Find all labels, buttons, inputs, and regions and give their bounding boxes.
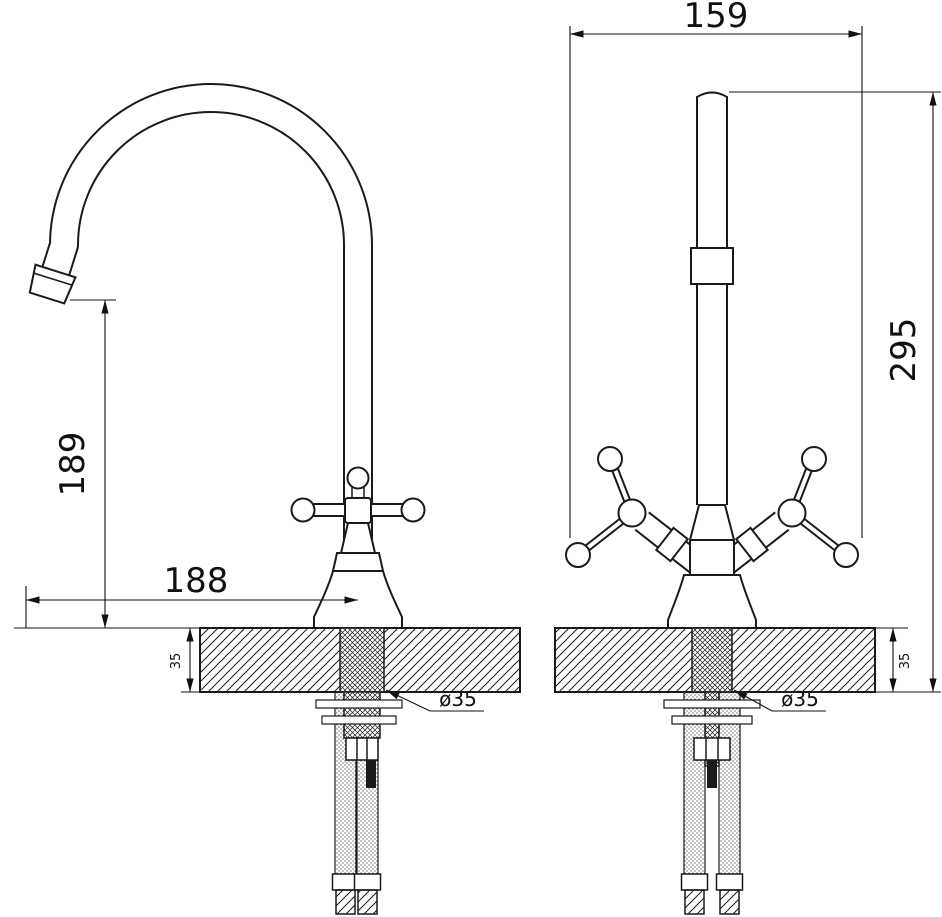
dimension-overall-width: 159 <box>569 0 863 538</box>
body-bell-base <box>667 574 757 629</box>
handle-hub <box>344 497 372 524</box>
left-handle-ball-top <box>597 446 623 472</box>
hose-fitting-right <box>719 889 740 915</box>
overall-width-label: 159 <box>684 0 749 36</box>
side-cross-handle <box>290 466 426 524</box>
threaded-shank-in-deck <box>691 627 733 693</box>
hose-fitting-left <box>684 889 705 915</box>
side-spout <box>28 83 373 570</box>
mounting-plate-lower <box>671 715 753 725</box>
spout-nozzle <box>28 263 77 305</box>
dimension-spout-reach: 188 <box>25 561 358 628</box>
dimension-overall-height: 295 <box>729 91 941 693</box>
right-handle-hub <box>777 498 807 528</box>
deck-thickness-label: 35 <box>169 653 184 670</box>
spout-column <box>696 91 728 505</box>
mounting-nut <box>693 737 731 761</box>
front-under-counter <box>663 691 761 915</box>
left-escutcheon <box>654 526 690 563</box>
spout-base-cone <box>688 504 736 541</box>
dim-spout-height-label: 189 <box>53 432 93 497</box>
right-handle-ball-side <box>833 542 859 568</box>
hose-fitting-left <box>335 889 356 915</box>
body-column <box>689 539 735 576</box>
hole-diameter-label: ø35 <box>439 687 477 711</box>
dimension-spout-height: 189 <box>14 299 200 629</box>
hose-hex-right <box>353 873 382 891</box>
mounting-plate-upper <box>663 699 761 709</box>
mounting-plate-lower <box>321 715 397 725</box>
front-countertop <box>554 627 876 693</box>
threaded-shank <box>343 691 381 739</box>
deck-thickness-label: 35 <box>898 653 913 670</box>
dimension-hole-diameter-side: ø35 <box>385 687 484 712</box>
mounting-nut <box>345 737 379 761</box>
leader-line <box>385 689 484 712</box>
hose-hex-left <box>680 873 709 891</box>
side-view: 189 188 ø35 35 <box>14 83 521 915</box>
left-handle-ball-side <box>565 542 591 568</box>
handle-ball-left <box>290 497 316 523</box>
handle-ball-right <box>400 497 426 523</box>
side-countertop <box>199 627 521 693</box>
handle-ball-top <box>346 466 370 490</box>
front-spout-column <box>667 91 757 629</box>
spout-tube-inner <box>39 85 371 570</box>
side-body <box>313 522 403 629</box>
hose-hex-right <box>715 873 744 891</box>
right-escutcheon <box>734 526 770 563</box>
mounting-stud <box>366 760 376 788</box>
front-cross-handles <box>565 446 859 568</box>
swivel-ring <box>690 247 734 285</box>
dimension-hole-diameter-front: ø35 <box>733 687 826 712</box>
dimension-deck-thickness-side: 35 <box>169 627 200 693</box>
mounting-plate-upper <box>315 699 403 709</box>
handle-bonnet <box>339 522 377 554</box>
left-handle-hub <box>617 498 647 528</box>
body-collar <box>331 552 385 572</box>
hose-fitting-right <box>357 889 378 915</box>
mounting-stud-tip <box>707 760 717 788</box>
overall-height-label: 295 <box>884 318 924 383</box>
dim-spout-reach-label: 188 <box>164 561 229 601</box>
leader-line <box>733 689 826 712</box>
hole-diameter-label: ø35 <box>781 687 819 711</box>
right-handle-ball-top <box>801 446 827 472</box>
dimension-deck-thickness-front: 35 <box>875 627 913 693</box>
nozzle-seam-line <box>33 272 73 286</box>
threaded-shank-in-deck <box>339 627 385 693</box>
side-under-counter <box>315 691 403 915</box>
front-view: 159 295 ø35 35 <box>554 0 941 915</box>
